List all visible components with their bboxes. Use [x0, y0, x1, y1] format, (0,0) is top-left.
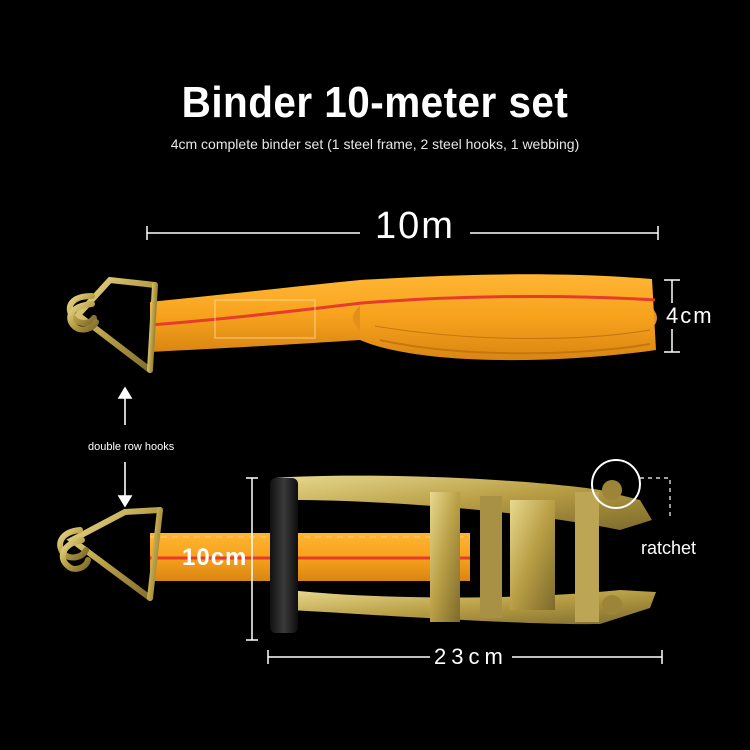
strap-length-label: 10cm [182, 544, 248, 571]
bottom-strap [150, 533, 470, 581]
page-title: Binder 10-meter set [181, 78, 569, 127]
ratchet-body [270, 475, 656, 633]
bottom-hook [57, 507, 163, 601]
page-subtitle: 4cm complete binder set (1 steel frame, … [170, 136, 580, 152]
length-label: 10m [360, 205, 470, 248]
webbing-roll [149, 274, 657, 361]
ratchet-length-label: 23cm [430, 644, 512, 670]
width-label: 4cm [664, 303, 716, 329]
ratchet-guide-line [640, 477, 671, 520]
ratchet-highlight-circle [591, 459, 641, 509]
ratchet-label: ratchet [641, 538, 697, 558]
hook-arrows [117, 386, 133, 508]
top-hook [66, 276, 158, 373]
handle-dimension-line [246, 477, 258, 641]
double-row-hooks-label: double row hooks [88, 441, 175, 453]
